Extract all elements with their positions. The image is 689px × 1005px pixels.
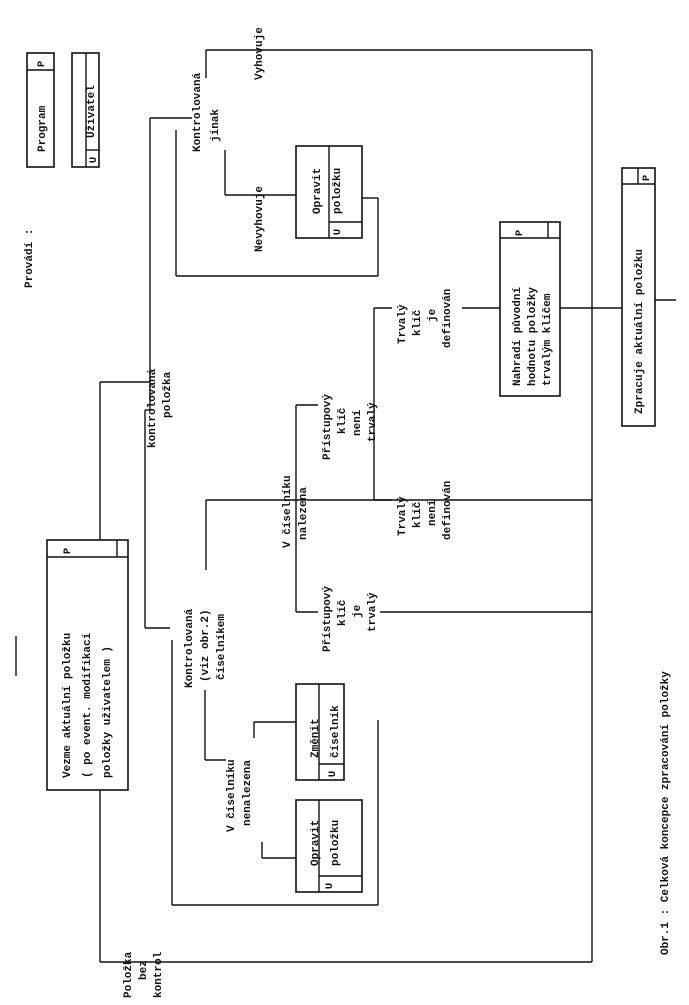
legend-user-tag: U — [88, 157, 100, 163]
svg-text:není: není — [427, 499, 439, 526]
legend-title: Provádí : — [24, 229, 36, 288]
svg-text:definován: definován — [442, 289, 454, 348]
label-uncontrolled: Položka bez kontrol — [123, 951, 165, 998]
svg-text:jinak: jinak — [210, 109, 222, 142]
label-controlled-otherwise: Kontrolovaná jinak — [192, 72, 222, 152]
process-item-tag: P — [641, 175, 653, 181]
svg-text:Trvalý: Trvalý — [397, 304, 409, 344]
svg-text:Položka: Položka — [123, 951, 135, 998]
svg-text:klíč: klíč — [412, 310, 424, 336]
svg-text:klíč: klíč — [412, 502, 424, 528]
svg-text:Přístupový: Přístupový — [322, 586, 334, 652]
svg-text:je: je — [427, 308, 439, 322]
label-controlled-item: kontrolovaná položka — [147, 368, 174, 448]
process-item-label: Zpracuje aktuální položku — [634, 249, 646, 414]
svg-text:V číselníku: V číselníku — [282, 475, 294, 548]
label-not-found: V číselníku nenalezena — [226, 759, 254, 832]
legend-user-label: Uživatel — [86, 85, 98, 138]
svg-text:kontrol: kontrol — [153, 951, 165, 998]
replace-value-tag: P — [514, 230, 526, 236]
svg-text:číselníkem: číselníkem — [216, 614, 228, 680]
take-item-line-1: Vezme aktuální položku — [62, 633, 74, 778]
correct-item-top-line-1: Opravit — [312, 168, 324, 214]
label-access-permanent: Přístupový klíč je trvalý — [322, 586, 379, 652]
change-codelist-tag: U — [327, 771, 339, 777]
svg-text:(viz obr.2): (viz obr.2) — [200, 609, 212, 682]
svg-text:Kontrolovaná: Kontrolovaná — [192, 72, 204, 152]
label-access-not-permanent: Přístupový klíč není trvalý — [322, 394, 379, 460]
change-codelist-box: U Změnit číselník — [295, 683, 345, 781]
svg-text:trvalý: trvalý — [367, 592, 379, 632]
figure-caption: Obr.1 : Celková koncepce zpracování polo… — [660, 671, 672, 955]
legend-user-box: U Uživatel — [71, 52, 100, 168]
legend-program-box: P Program — [26, 52, 55, 168]
change-codelist-line-1: Změnit — [310, 718, 322, 758]
svg-text:je: je — [352, 604, 364, 618]
correct-item-top-line-2: položku — [332, 168, 344, 214]
label-not-satisfies: Nevyhovuje — [254, 186, 266, 252]
label-found: V číselníku nalezena — [282, 475, 310, 548]
svg-text:V číselníku: V číselníku — [226, 759, 238, 832]
legend: Provádí : P Program U Uživatel — [24, 52, 100, 288]
connector-lines — [15, 49, 676, 963]
correct-item-top-box: U Opravit položku — [295, 145, 363, 239]
correct-item-bottom-tag: U — [324, 883, 336, 889]
label-satisfies: Vyhovuje — [254, 27, 266, 80]
replace-value-line-2: hodnotu položky — [527, 287, 539, 386]
svg-text:klíč: klíč — [337, 600, 349, 626]
svg-text:kontrolovaná: kontrolovaná — [147, 368, 159, 448]
correct-item-bottom-line-2: položku — [330, 820, 342, 866]
legend-program-label: Program — [37, 105, 49, 152]
correct-item-bottom-line-1: Opravit — [310, 820, 322, 866]
label-permanent-defined: Trvalý klíč je definován — [397, 289, 454, 348]
svg-text:trvalý: trvalý — [367, 402, 379, 442]
correct-item-bottom-box: U Opravit položku — [295, 799, 363, 893]
replace-value-line-3: trvalým klíčem — [542, 293, 554, 386]
svg-text:Přístupový: Přístupový — [322, 394, 334, 460]
label-permanent-not-defined: Trvalý klíč není definován — [397, 481, 454, 540]
take-item-box: P Vezme aktuální položku ( po event. mod… — [46, 539, 129, 791]
svg-text:Kontrolovaná: Kontrolovaná — [184, 608, 196, 688]
correct-item-top-tag: U — [332, 229, 344, 235]
svg-text:bez: bez — [138, 960, 150, 980]
replace-value-box: P Nahradí původní hodnotu položky trvalý… — [499, 221, 561, 397]
replace-value-line-1: Nahradí původní — [512, 287, 524, 386]
svg-text:klíč: klíč — [337, 408, 349, 434]
legend-program-tag: P — [36, 61, 48, 67]
take-item-tag: P — [62, 548, 74, 554]
svg-text:položka: položka — [162, 371, 174, 418]
take-item-line-2: ( po event. modifikaci — [82, 632, 94, 778]
svg-text:není: není — [352, 409, 364, 436]
svg-text:definován: definován — [442, 481, 454, 540]
take-item-line-3: položky uživatelem ) — [102, 646, 114, 778]
svg-text:Trvalý: Trvalý — [397, 496, 409, 536]
svg-text:nenalezena: nenalezena — [242, 760, 254, 826]
process-item-box: P Zpracuje aktuální položku — [621, 167, 656, 427]
branch-labels: kontrolovaná položka Kontrolovaná jinak … — [123, 27, 454, 998]
label-controlled-codelist: Kontrolovaná (viz obr.2) číselníkem — [184, 608, 228, 688]
svg-text:nalezena: nalezena — [298, 487, 310, 540]
change-codelist-line-2: číselník — [330, 705, 342, 758]
